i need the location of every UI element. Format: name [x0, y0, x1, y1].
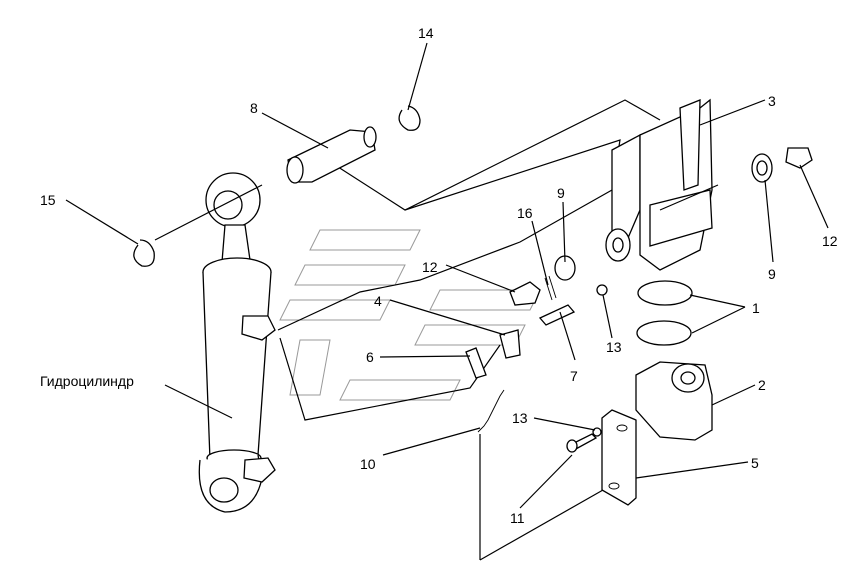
callout-2: 2 — [758, 377, 766, 393]
callout-12-right: 12 — [822, 233, 838, 249]
callout-13-top: 14 — [418, 25, 434, 41]
callout-5: 5 — [751, 455, 759, 471]
ring-1-upper — [637, 280, 693, 306]
plate-5 — [601, 409, 637, 506]
washer-15 — [596, 284, 608, 296]
callout-15: 13 — [606, 339, 622, 355]
callout-3: 3 — [768, 93, 776, 109]
assembly-outline — [277, 99, 661, 421]
bolt-7 — [538, 304, 576, 326]
callout-14: 13 — [512, 410, 528, 426]
plug-12-right — [785, 147, 813, 169]
cylinder-label: Гидроцилиндр — [40, 373, 134, 389]
plug-12-middle — [509, 281, 541, 306]
callout-13-left: 15 — [40, 192, 56, 208]
pin-6 — [465, 347, 487, 379]
callout-labels: 14 8 15 3 9 12 16 9 12 4 1 6 7 13 2 13 5… — [40, 25, 838, 526]
callout-1: 1 — [752, 300, 760, 316]
callout-9-right: 9 — [768, 266, 776, 282]
circlip-13-left — [133, 239, 155, 267]
callout-4: 4 — [374, 293, 382, 309]
ring-1-lower — [636, 320, 692, 346]
washer-14 — [592, 427, 602, 437]
spring-pin-16 — [544, 275, 557, 301]
callout-7: 7 — [570, 368, 578, 384]
callout-6: 6 — [366, 349, 374, 365]
callout-11: 11 — [510, 510, 525, 526]
bushing-9-right — [751, 153, 773, 183]
housing-2 — [635, 361, 713, 441]
bolt-11 — [566, 433, 598, 453]
circlip-13-top — [398, 105, 421, 131]
callout-10: 10 — [360, 456, 376, 472]
spring-10 — [477, 389, 505, 433]
hydraulic-cylinder — [198, 172, 276, 513]
watermark-logo — [279, 229, 541, 401]
link-4 — [499, 329, 521, 359]
callout-9-middle: 9 — [557, 185, 565, 201]
callout-8: 8 — [250, 100, 258, 116]
callout-16: 16 — [517, 205, 533, 221]
callout-12-middle: 12 — [422, 259, 438, 275]
pin-8 — [286, 126, 377, 184]
bracket-3 — [605, 98, 713, 271]
leader-lines — [65, 42, 829, 561]
